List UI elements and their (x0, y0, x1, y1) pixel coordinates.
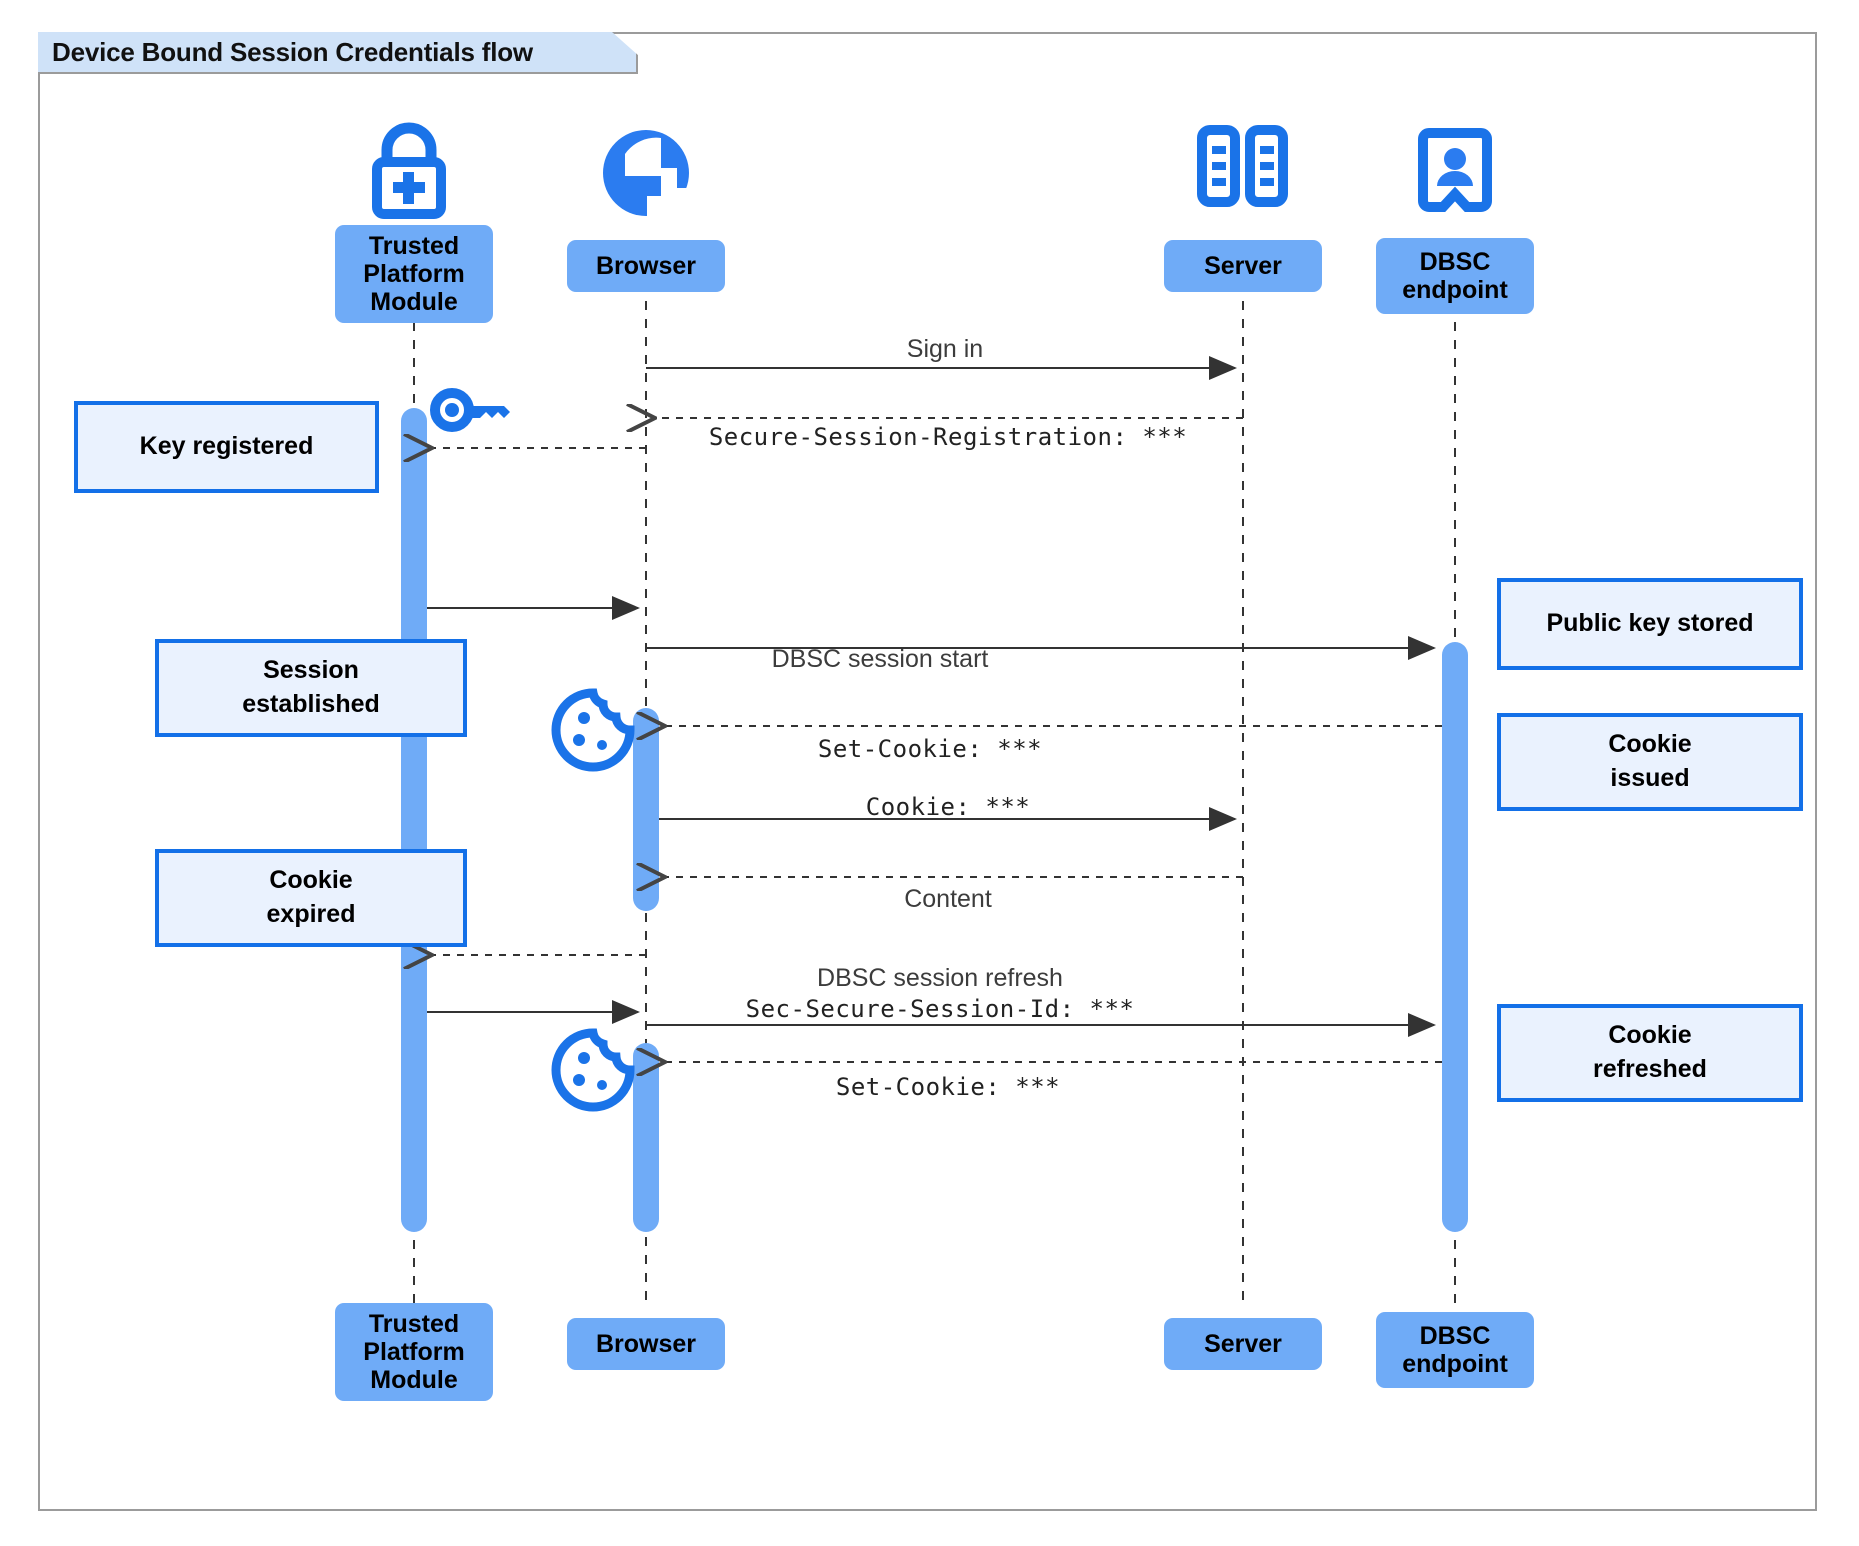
message-label-sec-secure-session-id: Sec-Secure-Session-Id: *** (745, 995, 1135, 1023)
message-label-dbsc-session-start: DBSC session start (771, 645, 989, 673)
note-key-registered: Key registered (74, 401, 379, 493)
message-label-cookie: Cookie: *** (865, 793, 1031, 821)
message-label-content: Content (904, 885, 992, 913)
diagram-title: Device Bound Session Credentials flow (38, 32, 638, 74)
participant-browser-bottom[interactable]: Browser (567, 1318, 725, 1370)
message-label-sign-in: Sign in (906, 335, 984, 363)
message-label-secure-session-registration: Secure-Session-Registration: *** (708, 423, 1188, 451)
participant-browser-top[interactable]: Browser (567, 240, 725, 292)
note-public-key-stored: Public key stored (1497, 578, 1803, 670)
message-label-set-cookie-2: Set-Cookie: *** (835, 1073, 1061, 1101)
participant-server-top[interactable]: Server (1164, 240, 1322, 292)
message-label-dbsc-session-refresh: DBSC session refresh (817, 964, 1063, 992)
message-label-set-cookie-1: Set-Cookie: *** (817, 735, 1043, 763)
participant-server-bottom[interactable]: Server (1164, 1318, 1322, 1370)
